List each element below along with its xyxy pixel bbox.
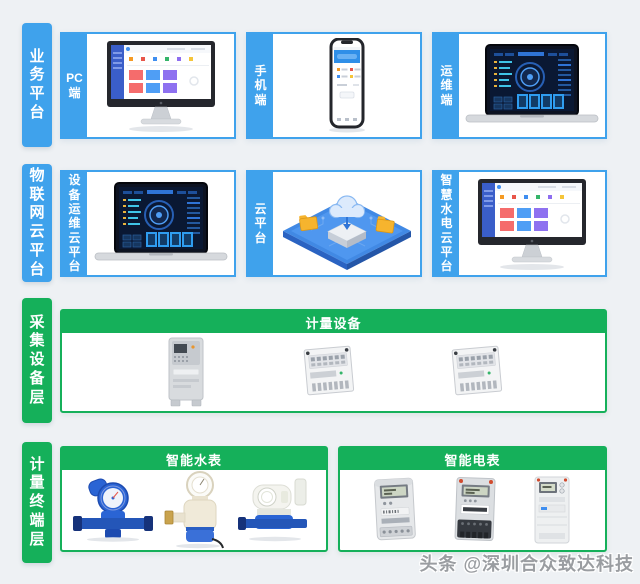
layer-label-text: 物联网云平台: [29, 166, 45, 278]
laptop-dashboard-illustration: [94, 181, 227, 260]
box-smart-utility-cloud-strip: 智慧水电云平台: [434, 172, 459, 275]
box-cloud-platform: 云平台: [246, 170, 422, 277]
layer-label-business-platform: 业务平台: [22, 23, 52, 147]
box-device-ops-cloud-strip: 设备运维云平台: [62, 172, 87, 275]
three-phase-electric-meter-illustration: [534, 476, 570, 544]
box-smart-water-meters: 智能水表: [60, 446, 328, 552]
box-device-ops-cloud: 设备运维云平台: [60, 170, 236, 277]
data-concentrator-illustration: [168, 337, 203, 407]
collector-module-illustration: [303, 345, 354, 396]
box-smart-water-meters-header: 智能水表: [62, 448, 326, 470]
single-phase-electric-meter-illustration: [373, 477, 416, 541]
box-header-text: 智能水表: [165, 452, 222, 468]
isometric-cloud-platform-illustration: [282, 194, 411, 270]
box-pc-client-strip: PC端: [62, 34, 87, 137]
box-label: 设备运维云平台: [68, 173, 81, 274]
box-smart-electric-meters-header: 智能电表: [340, 448, 605, 470]
layer-label-iot-cloud: 物联网云平台: [22, 164, 52, 282]
box-smart-water-meters-content: [62, 470, 326, 550]
box-mobile-client-strip: 手机端: [248, 34, 273, 137]
box-label: 智慧水电云平台: [440, 173, 453, 274]
box-metering-equipment: 计量设备: [60, 309, 607, 413]
layer-label-collection-devices: 采集设备层: [22, 298, 52, 423]
box-pc-client: PC端: [60, 32, 236, 139]
box-device-ops-cloud-content: [87, 172, 234, 275]
box-smart-utility-cloud-content: [459, 172, 605, 275]
remote-water-meter-illustration: [238, 478, 307, 542]
box-label: 手机端: [254, 63, 267, 107]
box-pc-client-content: [87, 34, 234, 137]
box-cloud-platform-content: [273, 172, 420, 275]
imac-dashboard-illustration: [106, 40, 215, 132]
box-mobile-client-content: [273, 34, 420, 137]
watermark-text: 头条 @深圳合众致达科技: [419, 554, 634, 574]
box-cloud-platform-strip: 云平台: [248, 172, 273, 275]
box-metering-equipment-header: 计量设备: [62, 311, 605, 333]
box-label: PC端: [66, 71, 83, 100]
box-label: 运维端: [440, 63, 453, 107]
box-smart-utility-cloud: 智慧水电云平台: [432, 170, 607, 277]
prepaid-electric-meter-illustration: [454, 476, 496, 542]
box-smart-electric-meters-content: [340, 470, 605, 550]
box-header-text: 智能电表: [444, 452, 501, 468]
layer-label-text: 计量终端层: [29, 455, 45, 548]
box-label: 云平台: [254, 201, 267, 245]
smartphone-app-illustration: [328, 37, 365, 132]
box-header-text: 计量设备: [305, 315, 362, 331]
box-ops-client: 运维端: [432, 32, 607, 139]
box-ops-client-strip: 运维端: [434, 34, 459, 137]
box-mobile-client: 手机端: [246, 32, 422, 139]
layer-label-metering-terminals: 计量终端层: [22, 442, 52, 563]
smart-valve-water-meter-illustration: [164, 471, 224, 549]
box-smart-electric-meters: 智能电表: [338, 446, 607, 552]
laptop-dashboard-illustration: [465, 43, 599, 122]
box-ops-client-content: [459, 34, 605, 137]
box-metering-equipment-content: [62, 333, 605, 411]
layer-label-text: 业务平台: [29, 47, 45, 121]
layer-label-text: 采集设备层: [29, 313, 45, 406]
collector-module-illustration: [451, 345, 502, 396]
mechanical-water-meter-illustration: [73, 478, 153, 542]
imac-dashboard-illustration: [478, 178, 586, 270]
